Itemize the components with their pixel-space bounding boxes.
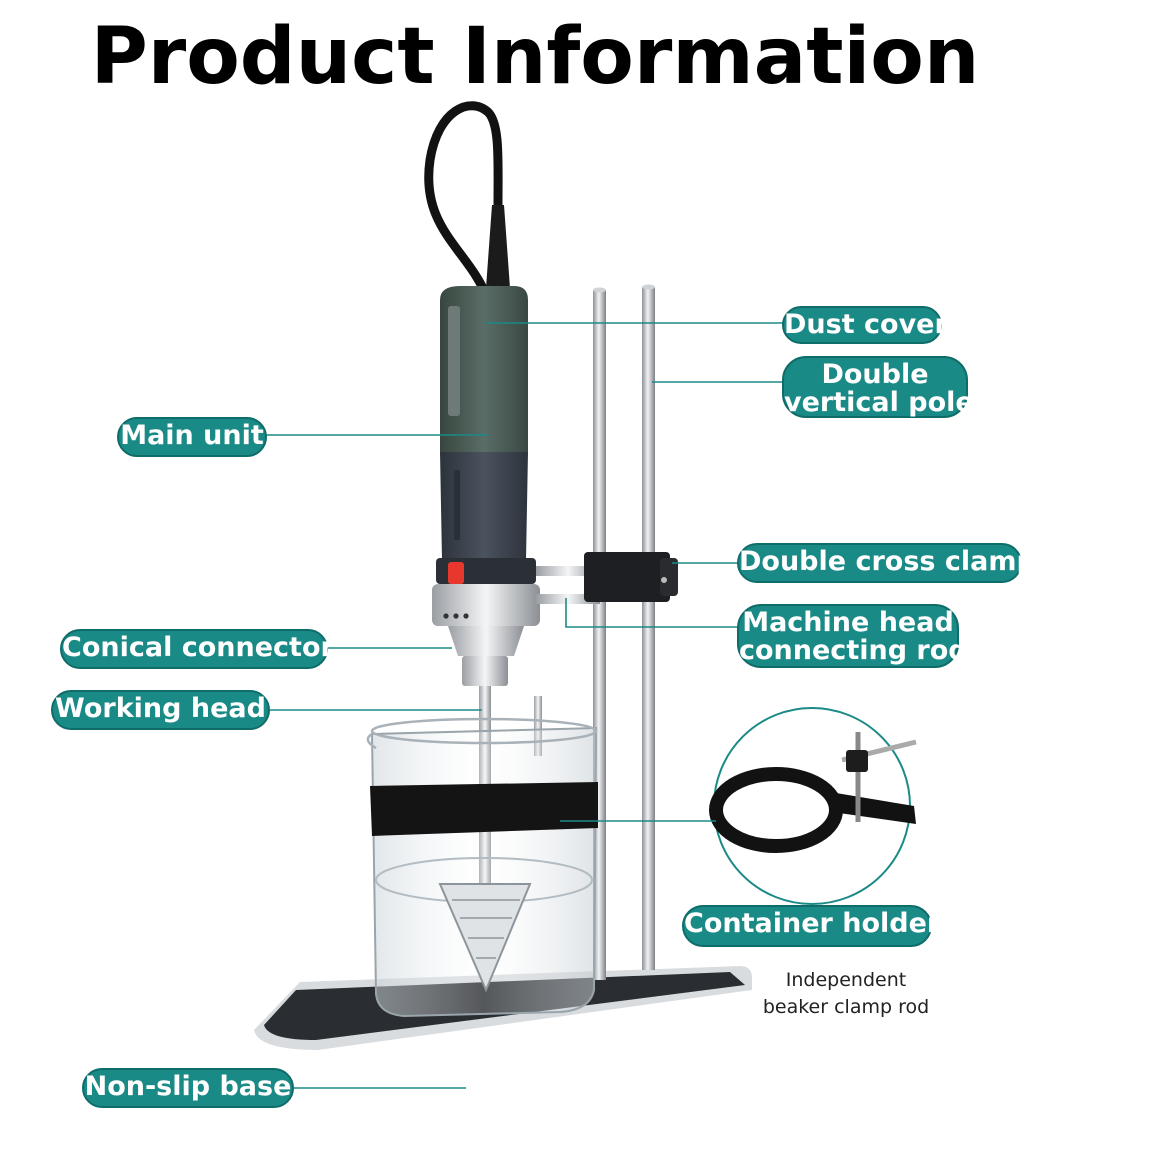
double-vertical-pole-label: Double vertical pole (782, 356, 974, 418)
double-vertical-pole (593, 284, 655, 980)
beaker-rod-label-line2: beaker clamp rod (762, 996, 930, 1018)
conical-connector-label: Conical connector (60, 629, 334, 669)
main-unit-body (436, 286, 536, 584)
page-title: Product Information (90, 12, 980, 102)
working-head-label: Working head (51, 690, 270, 730)
power-switch (448, 562, 464, 584)
working-head (438, 883, 532, 993)
double-cross-clamp (584, 552, 678, 602)
connecting-rod-label-line1: Machine head (742, 607, 954, 638)
double-vertical-pole-label-line2: vertical pole (784, 387, 974, 418)
speed-display (448, 306, 460, 416)
conical-connector (432, 584, 540, 686)
leader-lines (266, 322, 784, 1089)
glass-beaker (366, 717, 598, 1018)
container-holder-band (370, 782, 598, 836)
machine-head-connecting-rod-label: Machine head connecting rod (737, 604, 968, 668)
independent-beaker-clamp-rod-label: Independent beaker clamp rod (746, 967, 946, 1021)
connecting-rod-label-line2: connecting rod (739, 635, 968, 666)
power-cable (424, 101, 503, 305)
dust-cover-label: Dust cover (782, 306, 948, 344)
beaker-clamp-rod (534, 696, 542, 756)
cable-strain-relief (486, 205, 510, 288)
machine-head-connecting-rod (536, 566, 600, 604)
beaker-rod-label-line1: Independent (785, 969, 907, 991)
container-holder-inset (709, 707, 917, 905)
container-holder-label: Container holder (682, 905, 940, 947)
double-vertical-pole-label-line1: Double (821, 359, 929, 390)
main-unit-label: Main unit (117, 417, 267, 457)
double-cross-clamp-label: Double cross clamp (737, 543, 1036, 583)
non-slip-base-label: Non-slip base (82, 1068, 294, 1108)
